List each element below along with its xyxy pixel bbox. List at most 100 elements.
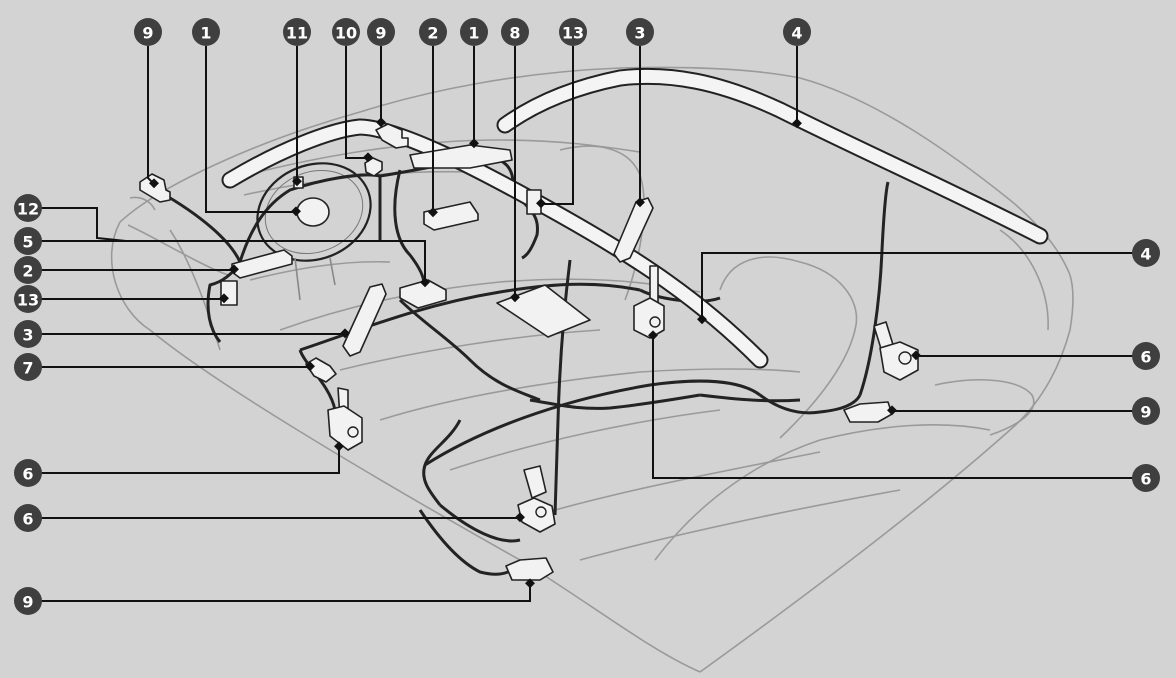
floor-control-unit bbox=[496, 284, 591, 338]
callout-badge: 2 bbox=[14, 256, 42, 284]
callout-badge: 9 bbox=[134, 18, 162, 46]
left-side-airbag bbox=[342, 283, 387, 357]
leader-endpoint bbox=[469, 138, 479, 149]
leader-line bbox=[28, 240, 426, 283]
leader-endpoint bbox=[292, 176, 302, 187]
leader-endpoint bbox=[635, 197, 645, 208]
leader-endpoint bbox=[515, 512, 525, 523]
driver-side-bracket bbox=[42, 207, 127, 242]
svg-text:4: 4 bbox=[791, 24, 802, 43]
svg-text:8: 8 bbox=[509, 24, 520, 43]
center-control-module bbox=[399, 279, 447, 309]
leader-endpoints bbox=[149, 117, 921, 589]
leader-endpoint bbox=[510, 292, 520, 303]
left-curtain-airbag bbox=[221, 118, 769, 369]
svg-text:10: 10 bbox=[335, 24, 357, 43]
rear-left-seat-belt-tensioner bbox=[517, 465, 556, 533]
right-curtain-airbag bbox=[496, 67, 1049, 245]
svg-text:1: 1 bbox=[468, 24, 479, 43]
svg-text:6: 6 bbox=[22, 510, 33, 529]
svg-text:7: 7 bbox=[22, 359, 33, 378]
callout-badge: 5 bbox=[14, 227, 42, 255]
leader-endpoint bbox=[792, 118, 802, 129]
leader-line bbox=[345, 46, 368, 159]
callout-badge: 6 bbox=[1132, 342, 1160, 370]
leader-line bbox=[652, 336, 1146, 479]
leader-endpoint bbox=[697, 314, 707, 325]
svg-text:4: 4 bbox=[1140, 245, 1151, 264]
callout-badge: 1 bbox=[192, 18, 220, 46]
callout-badge: 9 bbox=[367, 18, 395, 46]
callout-badge: 3 bbox=[626, 18, 654, 46]
leader-line bbox=[205, 46, 296, 213]
leader-endpoint bbox=[334, 441, 344, 452]
callout-badge: 9 bbox=[1132, 397, 1160, 425]
callout-badge: 1 bbox=[460, 18, 488, 46]
svg-text:2: 2 bbox=[22, 262, 33, 281]
leader-endpoint bbox=[229, 264, 239, 275]
leader-line bbox=[541, 46, 574, 205]
leader-endpoint bbox=[911, 350, 921, 361]
leader-line bbox=[28, 584, 531, 602]
leader-line bbox=[147, 46, 155, 185]
front-left-seat-belt-tensioner bbox=[327, 387, 363, 451]
passenger-knee-airbag bbox=[423, 201, 479, 231]
leader-endpoint bbox=[428, 207, 438, 218]
svg-text:2: 2 bbox=[427, 24, 438, 43]
leader-endpoint bbox=[536, 198, 546, 209]
leader-endpoint bbox=[149, 178, 159, 189]
leader-endpoint bbox=[648, 330, 658, 341]
svg-text:9: 9 bbox=[1140, 403, 1151, 422]
car-body-outline bbox=[110, 66, 1074, 673]
svg-text:6: 6 bbox=[1140, 348, 1151, 367]
callout-badge: 12 bbox=[14, 194, 42, 222]
svg-text:9: 9 bbox=[142, 24, 153, 43]
leader-endpoint bbox=[219, 293, 229, 304]
leader-endpoint bbox=[340, 328, 350, 339]
svg-text:6: 6 bbox=[1140, 470, 1151, 489]
callout-badge: 6 bbox=[14, 459, 42, 487]
right-front-impact-sensor bbox=[375, 123, 409, 149]
left-front-impact-sensor bbox=[139, 173, 171, 203]
callout-badge: 3 bbox=[14, 320, 42, 348]
callout-badge: 7 bbox=[14, 353, 42, 381]
callout-badge: 6 bbox=[14, 504, 42, 532]
leader-lines bbox=[28, 46, 1146, 602]
leader-endpoint bbox=[363, 152, 373, 163]
leader-endpoint bbox=[887, 405, 897, 416]
svg-text:3: 3 bbox=[634, 24, 645, 43]
leader-endpoint bbox=[420, 277, 430, 288]
dashboard-sensor bbox=[364, 157, 383, 177]
rear-left-side-sensor bbox=[505, 557, 554, 581]
passenger-front-airbag bbox=[409, 144, 513, 169]
svg-text:13: 13 bbox=[562, 24, 584, 43]
callout-badge: 6 bbox=[1132, 464, 1160, 492]
callout-badge: 13 bbox=[559, 18, 587, 46]
leader-line bbox=[701, 252, 1146, 320]
svg-text:9: 9 bbox=[22, 593, 33, 612]
leader-endpoint bbox=[305, 361, 315, 372]
svg-text:13: 13 bbox=[17, 291, 39, 310]
seat-weight-sensor bbox=[305, 357, 337, 383]
svg-text:3: 3 bbox=[22, 326, 33, 345]
leader-endpoint bbox=[291, 206, 301, 217]
callout-badges: 9 1 11 10 9 2 1 8 13 3 4 12 5 2 13 3 7 6… bbox=[14, 18, 1160, 615]
callout-badge: 2 bbox=[419, 18, 447, 46]
callout-badge: 13 bbox=[14, 285, 42, 313]
rear-right-seat-belt-tensioner bbox=[633, 265, 665, 339]
svg-text:11: 11 bbox=[286, 24, 308, 43]
svg-text:5: 5 bbox=[22, 233, 33, 252]
callout-badge: 8 bbox=[501, 18, 529, 46]
callout-badge: 4 bbox=[783, 18, 811, 46]
callout-badge: 4 bbox=[1132, 239, 1160, 267]
svg-text:9: 9 bbox=[375, 24, 386, 43]
driver-front-airbag bbox=[296, 197, 330, 227]
leader-line bbox=[28, 447, 340, 474]
svg-text:1: 1 bbox=[200, 24, 211, 43]
callout-badge: 11 bbox=[283, 18, 311, 46]
front-right-seat-belt-tensioner bbox=[873, 321, 919, 381]
callout-badge: 9 bbox=[14, 587, 42, 615]
svg-text:12: 12 bbox=[17, 200, 39, 219]
leader-endpoint bbox=[525, 578, 535, 589]
